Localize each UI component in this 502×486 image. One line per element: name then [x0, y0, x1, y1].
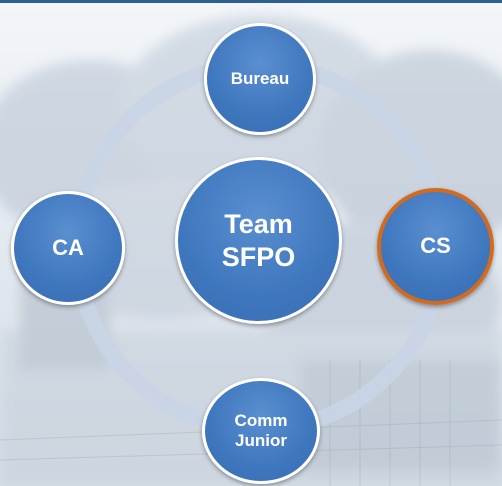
node-cs-highlighted: CS: [377, 188, 494, 305]
node-cs-label: CS: [420, 233, 451, 259]
node-bureau: Bureau: [204, 23, 316, 135]
header-rule: [0, 0, 502, 3]
node-center-team-sfpo: Team SFPO: [175, 157, 342, 324]
node-ca-label: CA: [52, 234, 84, 260]
node-bureau-label: Bureau: [230, 68, 290, 88]
node-ca: CA: [11, 191, 125, 305]
node-comm-label: Comm Junior: [234, 410, 288, 450]
node-comm-junior: Comm Junior: [202, 378, 320, 484]
node-center-label: Team SFPO: [221, 209, 296, 272]
